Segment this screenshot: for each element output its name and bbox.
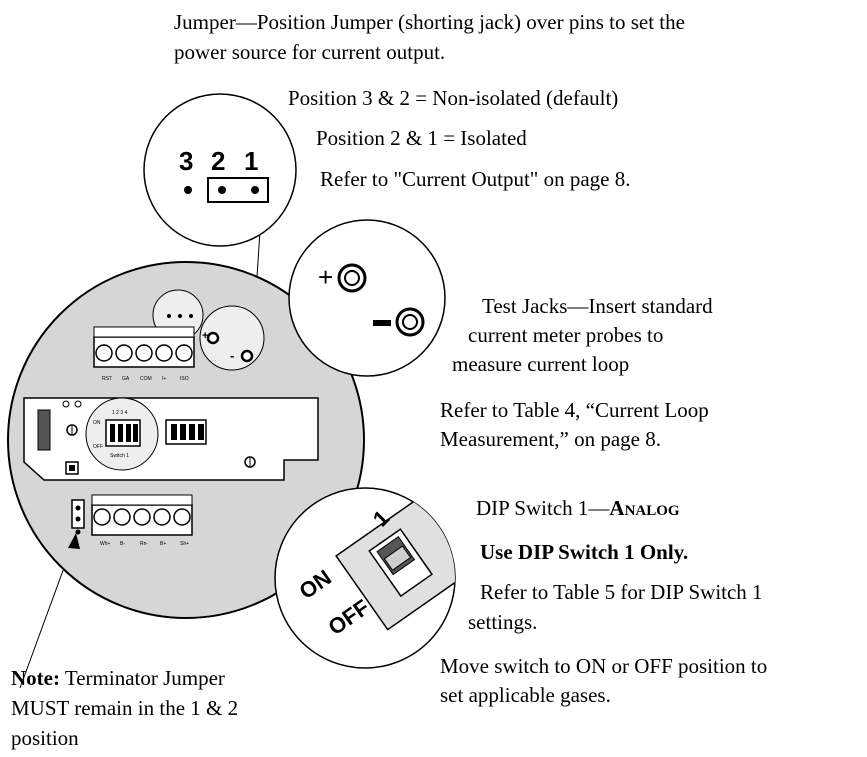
pin-3-dot: [184, 186, 192, 194]
bottom-terminal-label-4: Sh+: [180, 541, 189, 547]
testjack-zoom-circle: [288, 219, 446, 377]
svg-text:+: +: [202, 330, 208, 342]
pin-label-1: 1: [244, 146, 258, 176]
testjack-desc-line1: Test Jacks—Insert standard: [482, 294, 713, 318]
svg-text:OFF: OFF: [93, 444, 103, 450]
svg-text:1 2 3 4: 1 2 3 4: [112, 410, 128, 416]
bottom-terminal-label-3: B+: [160, 541, 166, 547]
board-jack-minus: [240, 349, 254, 363]
dip-use-only: Use DIP Switch 1 Only.: [480, 540, 689, 564]
top-terminal-label-2: COM: [140, 376, 152, 382]
top-terminal-label-3: I+: [162, 376, 166, 382]
terminator-jumper: [71, 499, 85, 529]
jumper-zoom-circle: [143, 93, 297, 247]
top-terminal-block: [93, 326, 195, 368]
testjack-ref-line1: Refer to Table 4, “Current Loop: [440, 398, 709, 422]
dip-ref-line2: settings.: [468, 610, 538, 634]
dip-zoom-switch: [335, 488, 455, 631]
dip-ref-line1: Refer to Table 5 for DIP Switch 1: [480, 580, 763, 604]
pcb-module: [23, 397, 319, 481]
top-terminal-label-0: RST: [102, 376, 112, 382]
dip-title-analog: Analog: [609, 496, 680, 520]
dip-move-line2: set applicable gases.: [440, 683, 611, 707]
zoom-minus-label: [373, 320, 391, 326]
svg-text:ON: ON: [93, 420, 101, 426]
pin-label-2: 2: [211, 146, 225, 176]
jumper-desc-line2: power source for current output.: [174, 40, 446, 64]
note-line2: MUST remain in the 1 & 2: [11, 696, 239, 720]
bottom-terminal-label-2: Rn-: [140, 541, 148, 547]
testjack-desc-line3: measure current loop: [452, 352, 630, 376]
pin-label-3: 3: [179, 146, 193, 176]
bottom-terminal-label-1: B-: [120, 541, 125, 547]
zoom-plus-label: +: [318, 262, 333, 292]
testjack-ref-line2: Measurement,” on page 8.: [440, 427, 662, 451]
jumper-position-2-1: Position 2 & 1 = Isolated: [316, 126, 527, 150]
note-arrowhead: [68, 533, 80, 549]
board-jack-plus: [206, 331, 220, 345]
testjack-desc-line2: current meter probes to: [468, 323, 664, 347]
dip-move-line1: Move switch to ON or OFF position to: [440, 654, 768, 678]
jumper-desc-line1: Jumper—Position Jumper (shorting jack) o…: [174, 10, 685, 34]
note-line1: Note: Terminator Jumper: [11, 666, 225, 690]
bottom-terminal-label-0: Wh+: [100, 541, 111, 547]
bottom-terminal-block: [91, 494, 193, 536]
note-line3: position: [11, 726, 79, 750]
dip-title: DIP Switch 1—Analog: [476, 496, 680, 520]
note-label: Note:: [11, 666, 60, 690]
top-terminal-label-4: ISO: [180, 376, 189, 382]
svg-text:Switch 1: Switch 1: [110, 453, 129, 459]
svg-text:-: -: [230, 348, 234, 363]
jumper-reference: Refer to "Current Output" on page 8.: [320, 167, 631, 191]
top-terminal-label-1: GA: [122, 376, 130, 382]
jumper-position-3-2: Position 3 & 2 = Non-isolated (default): [288, 86, 619, 110]
